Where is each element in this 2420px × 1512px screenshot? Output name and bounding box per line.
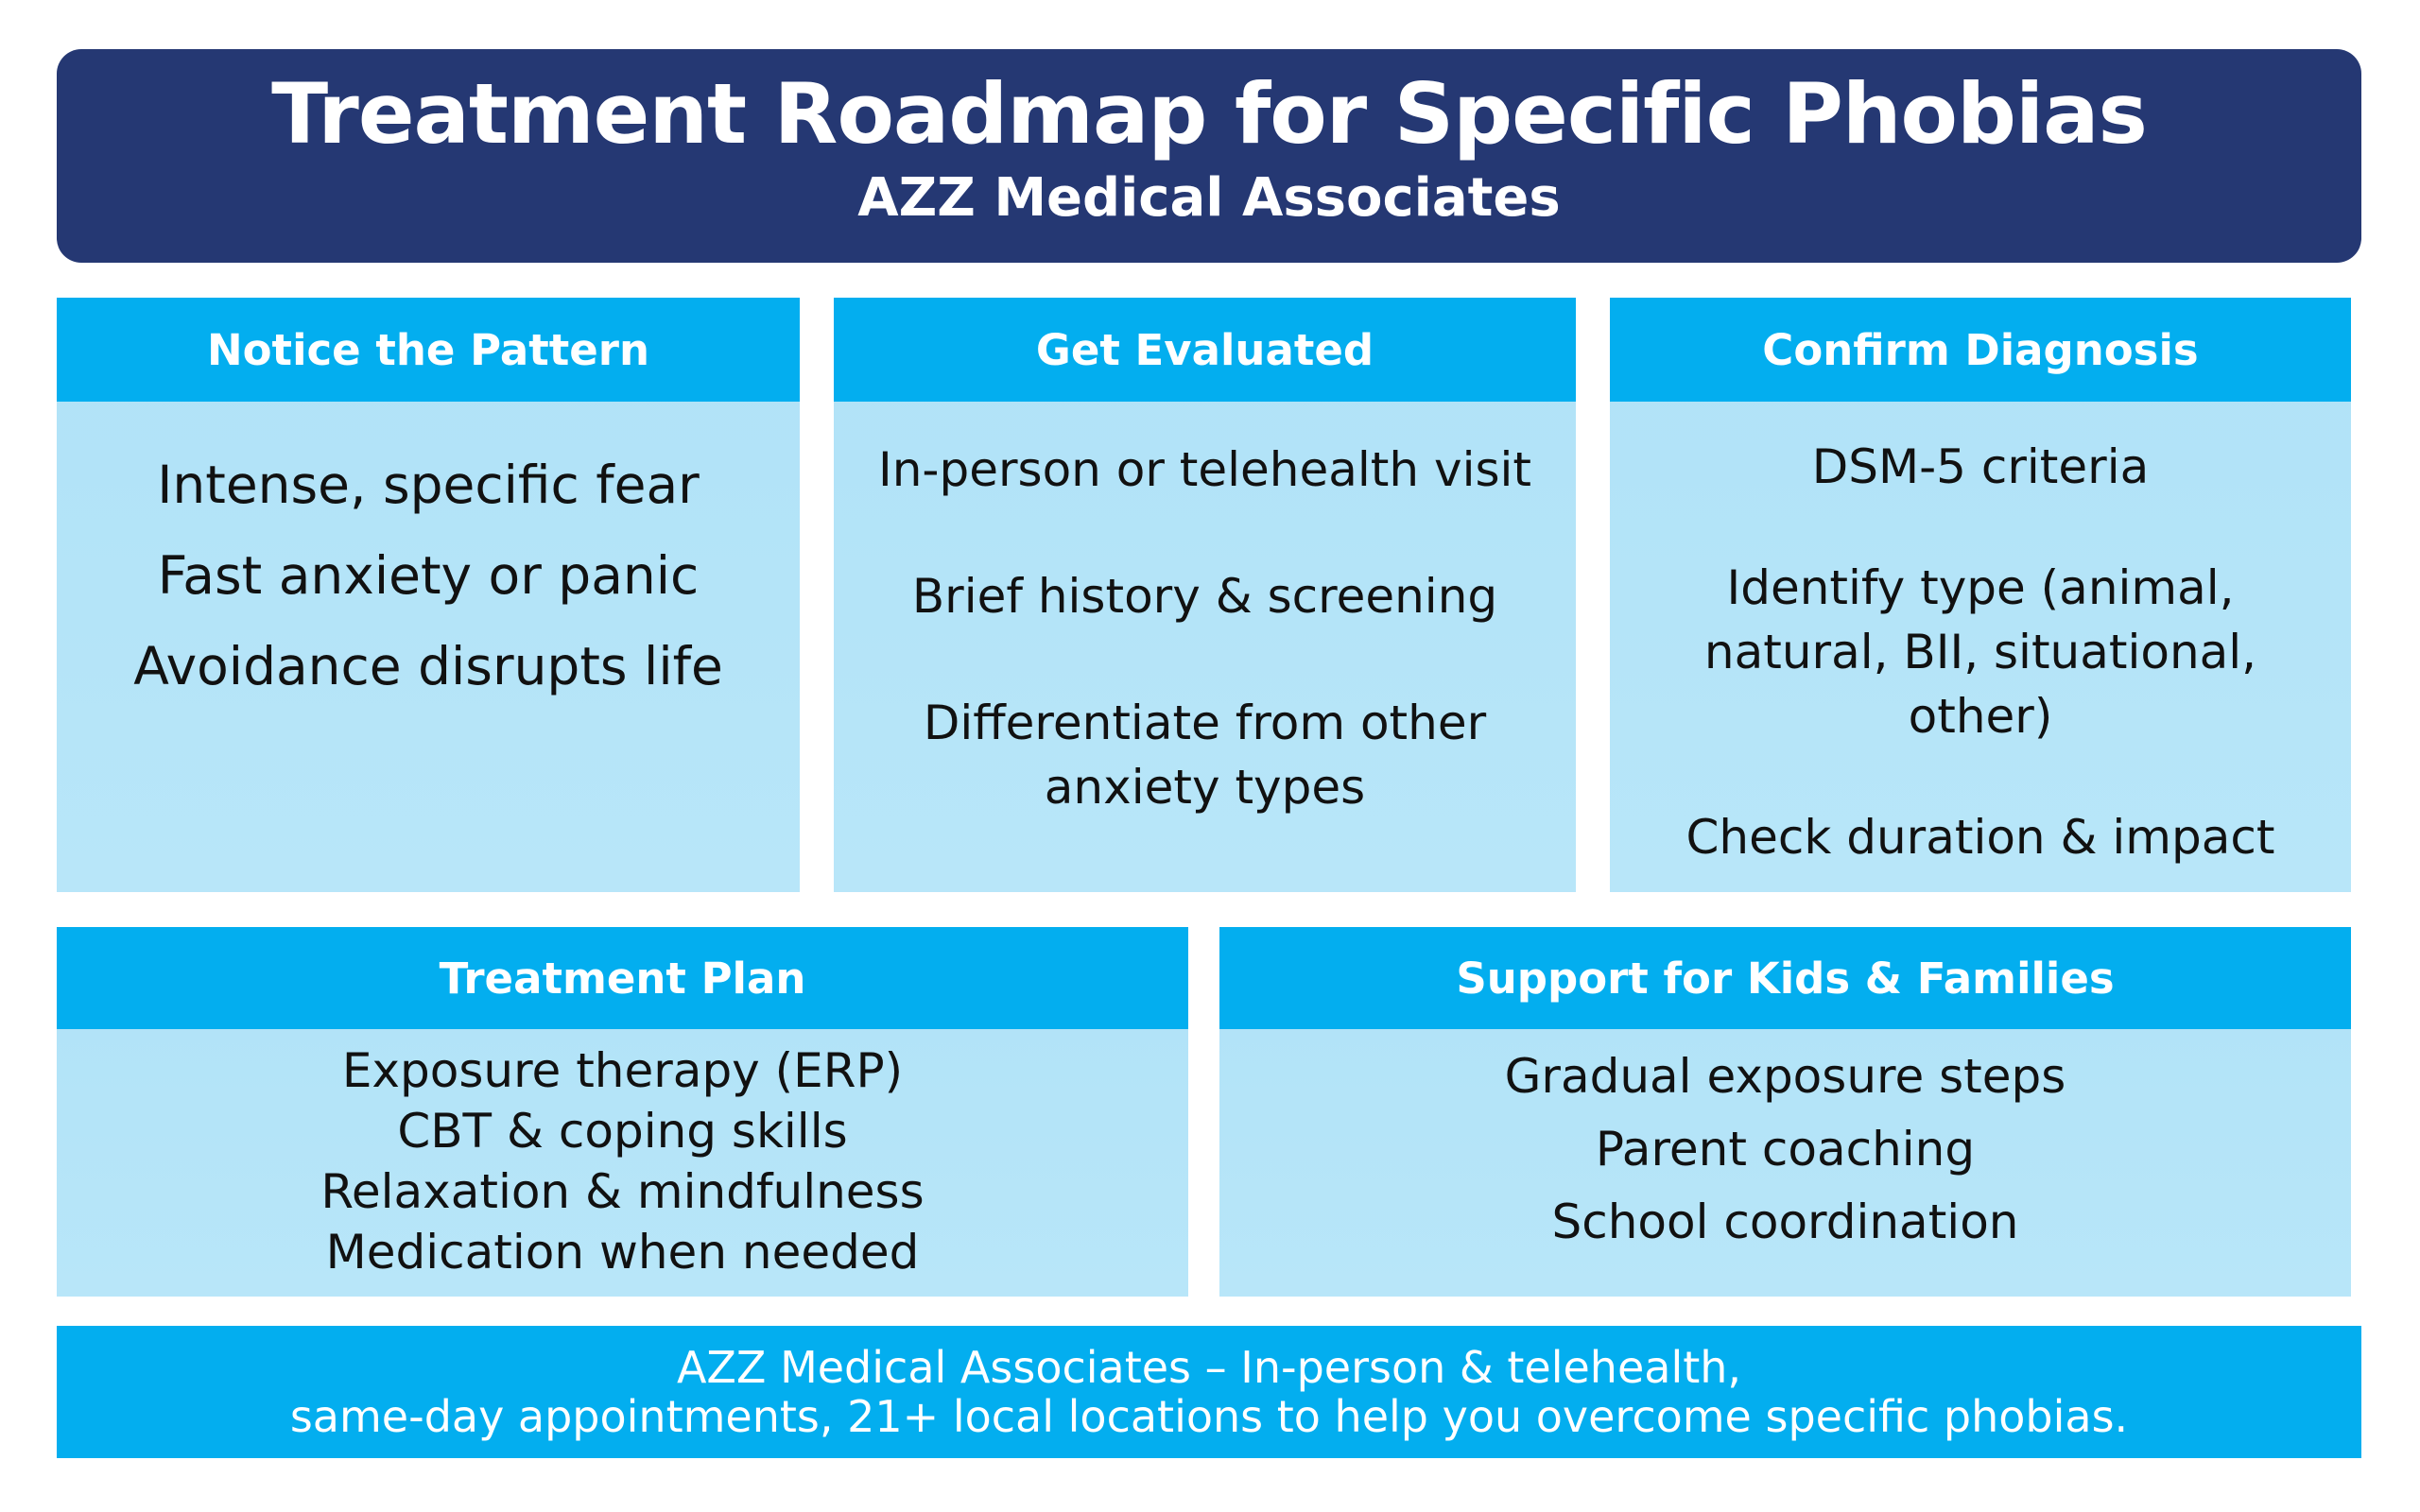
footer-line-2: same-day appointments, 21+ local locatio… [289,1391,2129,1442]
card-get-evaluated: Get Evaluated In-person or telehealth vi… [834,298,1576,892]
card-confirm-diagnosis: Confirm Diagnosis DSM-5 criteria Identif… [1610,298,2351,892]
card-item: Differentiate from other anxiety types [923,696,1487,815]
card-item: DSM-5 criteria [1811,439,2150,494]
card-treatment-plan: Treatment Plan Exposure therapy (ERP) CB… [57,927,1188,1297]
card-item: Parent coaching [1595,1122,1976,1177]
title-banner: Treatment Roadmap for Specific Phobias A… [57,49,2361,263]
card-title: Get Evaluated [834,298,1576,402]
card-item: Intense, specific fear [157,455,700,515]
card-title: Support for Kids & Families [1219,927,2351,1029]
card-item: Avoidance disrupts life [133,636,723,696]
page-title: Treatment Roadmap for Specific Phobias [271,65,2148,163]
card-title: Notice the Pattern [57,298,800,402]
footer-banner: AZZ Medical Associates – In-person & tel… [57,1326,2361,1458]
card-item: Gradual exposure steps [1504,1049,2066,1104]
page-subtitle: AZZ Medical Associates [857,167,1561,229]
card-item: Check duration & impact [1685,810,2275,865]
card-item: CBT & coping skills [397,1104,848,1159]
card-item: Fast anxiety or panic [157,545,700,606]
footer-line-1: AZZ Medical Associates – In-person & tel… [676,1342,1742,1393]
card-title: Confirm Diagnosis [1610,298,2351,402]
card-item: Relaxation & mindfulness [320,1164,925,1219]
card-title: Treatment Plan [57,927,1188,1029]
card-item: Exposure therapy (ERP) [341,1043,904,1098]
card-support-kids-families: Support for Kids & Families Gradual expo… [1219,927,2351,1297]
card-item: Identify type (animal, natural, BII, sit… [1703,560,2257,744]
card-item: School coordination [1551,1194,2019,1249]
card-item: Medication when needed [325,1225,920,1280]
card-item: Brief history & screening [911,569,1498,624]
card-item: In-person or telehealth visit [877,442,1531,497]
card-notice-the-pattern: Notice the Pattern Intense, specific fea… [57,298,800,892]
